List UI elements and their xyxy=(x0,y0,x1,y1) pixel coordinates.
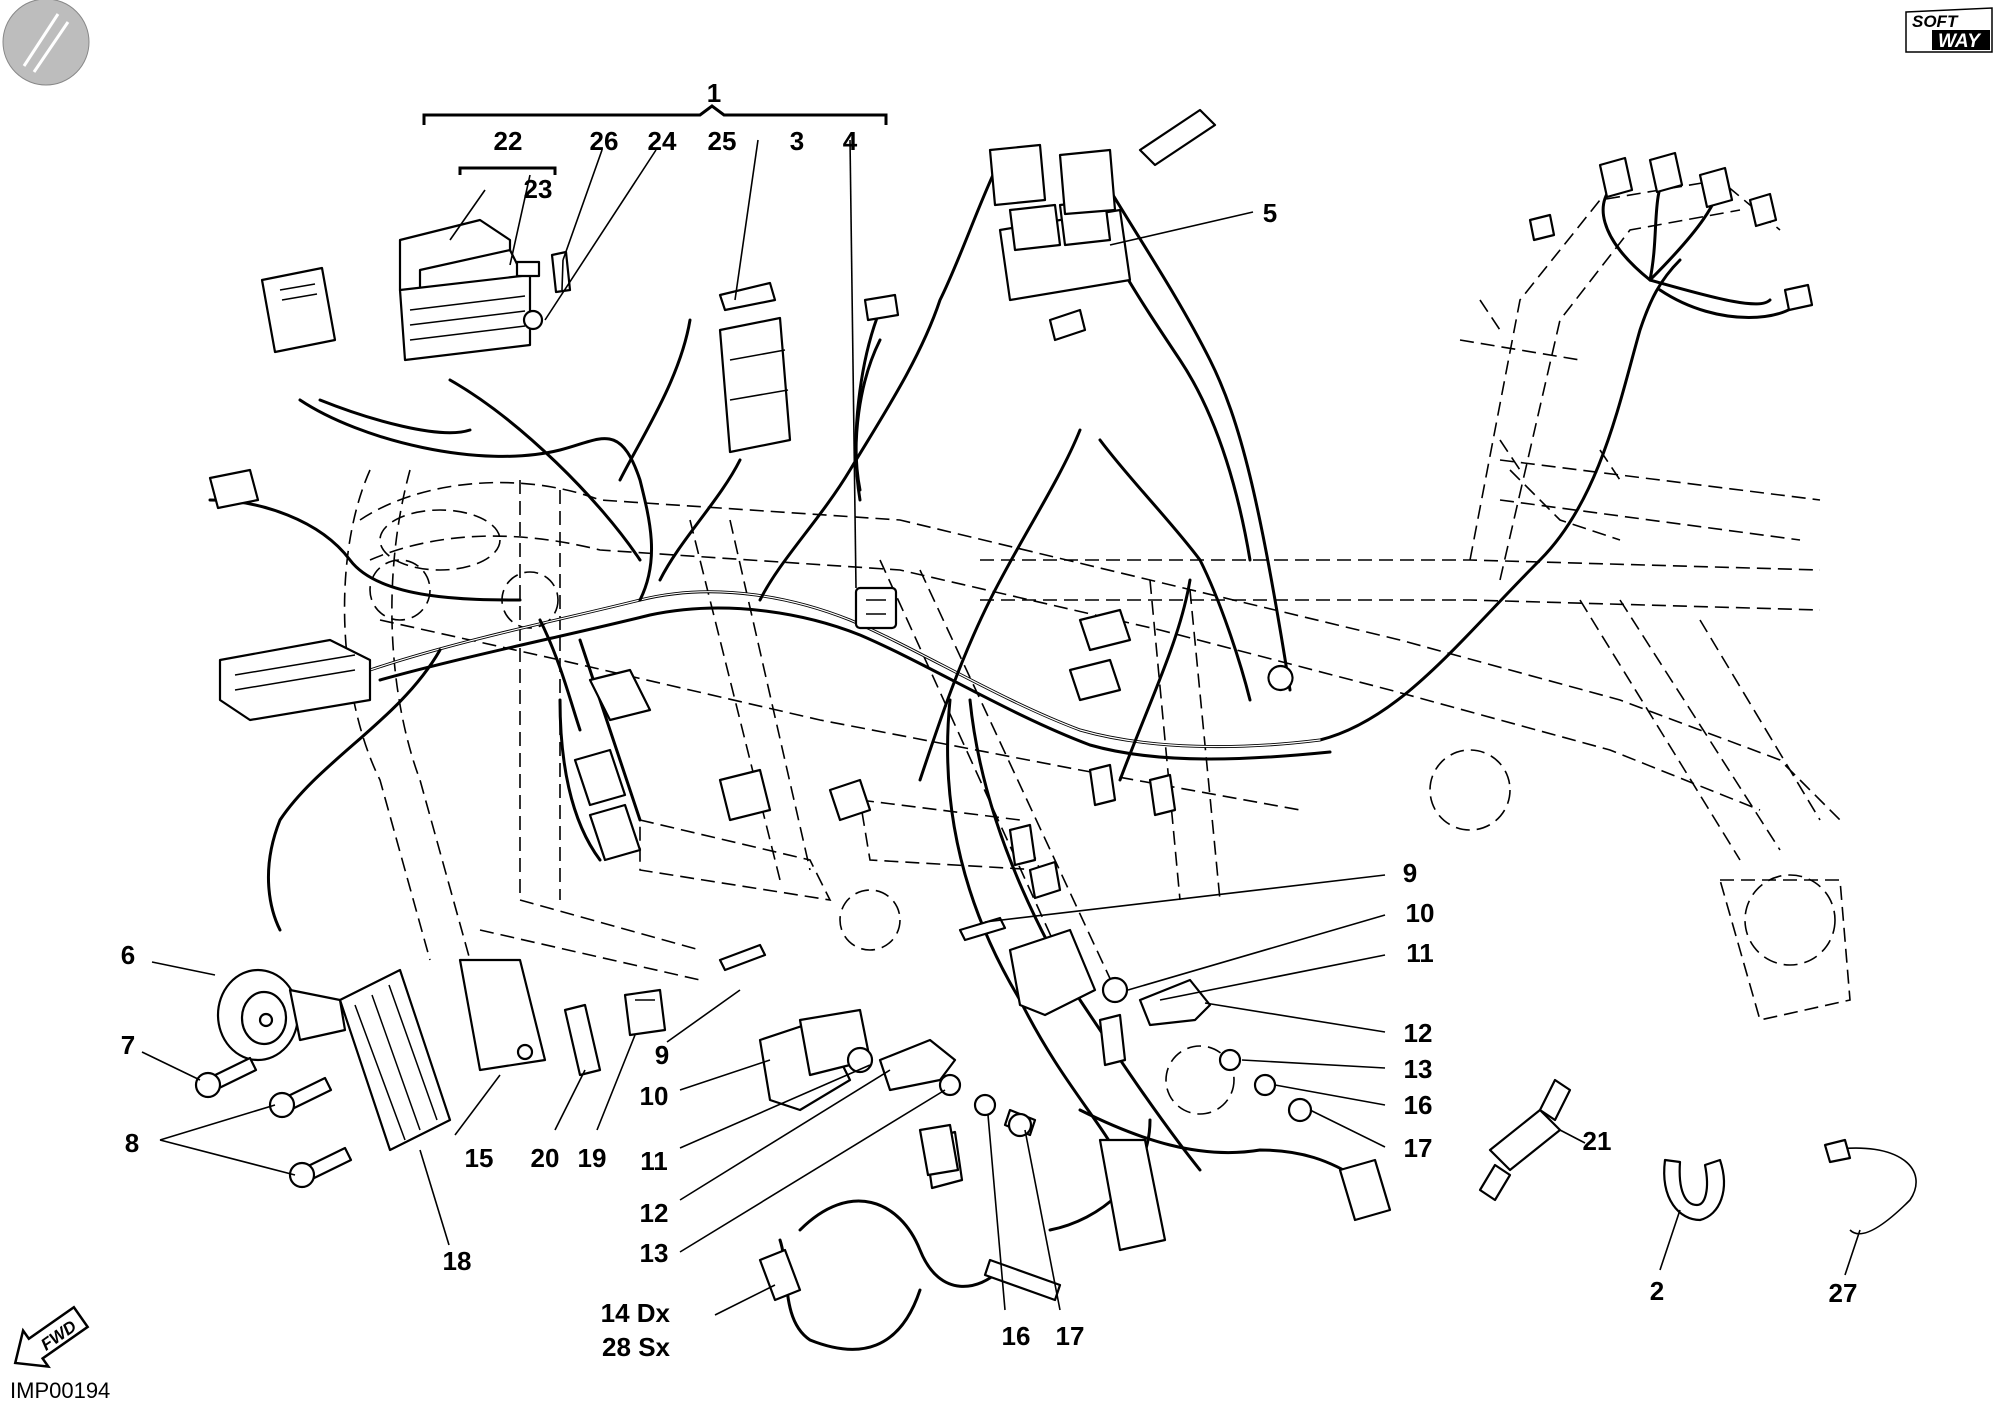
callout-labels: 1 22 23 26 24 25 3 4 5 6 7 8 9 10 11 12 … xyxy=(121,78,1858,1362)
callout-4: 4 xyxy=(843,126,858,156)
callout-12-left: 12 xyxy=(640,1198,669,1228)
horn-6 xyxy=(216,968,347,1062)
ignition-coil-right xyxy=(958,916,1313,1123)
harness-connectors xyxy=(208,151,1814,1252)
bracket-15 xyxy=(458,958,547,1072)
main-harness xyxy=(208,158,1802,1351)
callout-15: 15 xyxy=(465,1143,494,1173)
callout-12-right: 12 xyxy=(1404,1018,1433,1048)
callout-18: 18 xyxy=(443,1246,472,1276)
callout-17-right: 17 xyxy=(1404,1133,1433,1163)
leader-lines xyxy=(141,104,1861,1316)
callout-10-left: 10 xyxy=(640,1081,669,1111)
callout-9-left: 9 xyxy=(655,1040,669,1070)
callout-5: 5 xyxy=(1263,198,1277,228)
callout-7: 7 xyxy=(121,1030,135,1060)
cable-tie-27 xyxy=(1823,1138,1917,1235)
clip-2 xyxy=(1663,1158,1725,1222)
callout-1: 1 xyxy=(707,78,721,108)
svg-text:SOFT: SOFT xyxy=(1912,12,1959,31)
callout-11-left: 11 xyxy=(640,1146,668,1176)
bolts-7-8 xyxy=(194,1056,353,1189)
regulator-18 xyxy=(338,968,452,1152)
callout-16-bottom: 16 xyxy=(1002,1321,1031,1351)
fuse-box-assembly xyxy=(260,218,572,362)
spark-plug-leads xyxy=(758,1130,1062,1302)
callout-28-sx: 28 Sx xyxy=(602,1332,670,1362)
callout-2: 2 xyxy=(1650,1276,1664,1306)
callout-10-right: 10 xyxy=(1406,898,1435,928)
callout-11-right: 11 xyxy=(1406,938,1434,968)
callout-9-right: 9 xyxy=(1403,858,1417,888)
callout-20: 20 xyxy=(531,1143,560,1173)
callout-21: 21 xyxy=(1583,1126,1612,1156)
callout-25: 25 xyxy=(708,126,737,156)
callout-23: 23 xyxy=(524,174,553,204)
svg-text:WAY: WAY xyxy=(1938,31,1982,52)
callout-17-bottom: 17 xyxy=(1056,1321,1085,1351)
callout-24: 24 xyxy=(648,126,677,156)
motorcycle-frame xyxy=(343,179,1851,1115)
callout-14-dx: 14 Dx xyxy=(601,1298,671,1328)
ignition-coil-left xyxy=(718,943,1037,1138)
parts-19-20 xyxy=(563,988,667,1077)
spark-plug-21 xyxy=(1478,1078,1572,1202)
callout-8: 8 xyxy=(125,1128,139,1158)
callout-6: 6 xyxy=(121,940,135,970)
forward-arrow-icon: FWD xyxy=(13,1305,90,1369)
corner-logo-icon xyxy=(2,0,90,86)
callout-3: 3 xyxy=(790,126,804,156)
callout-13-left: 13 xyxy=(640,1238,669,1268)
callout-13-right: 13 xyxy=(1404,1054,1433,1084)
callout-22: 22 xyxy=(494,126,523,156)
callout-26: 26 xyxy=(590,126,619,156)
relay-and-fuse xyxy=(718,281,792,454)
control-unit-5 xyxy=(988,108,1217,302)
callout-27: 27 xyxy=(1829,1278,1858,1308)
callout-19: 19 xyxy=(578,1143,607,1173)
callout-16-right: 16 xyxy=(1404,1090,1433,1120)
connector-4 xyxy=(854,586,898,630)
left-connector-block xyxy=(218,638,372,722)
softway-logo-icon: SOFT WAY xyxy=(1905,7,1993,53)
diagram-code: IMP00194 xyxy=(10,1378,110,1403)
